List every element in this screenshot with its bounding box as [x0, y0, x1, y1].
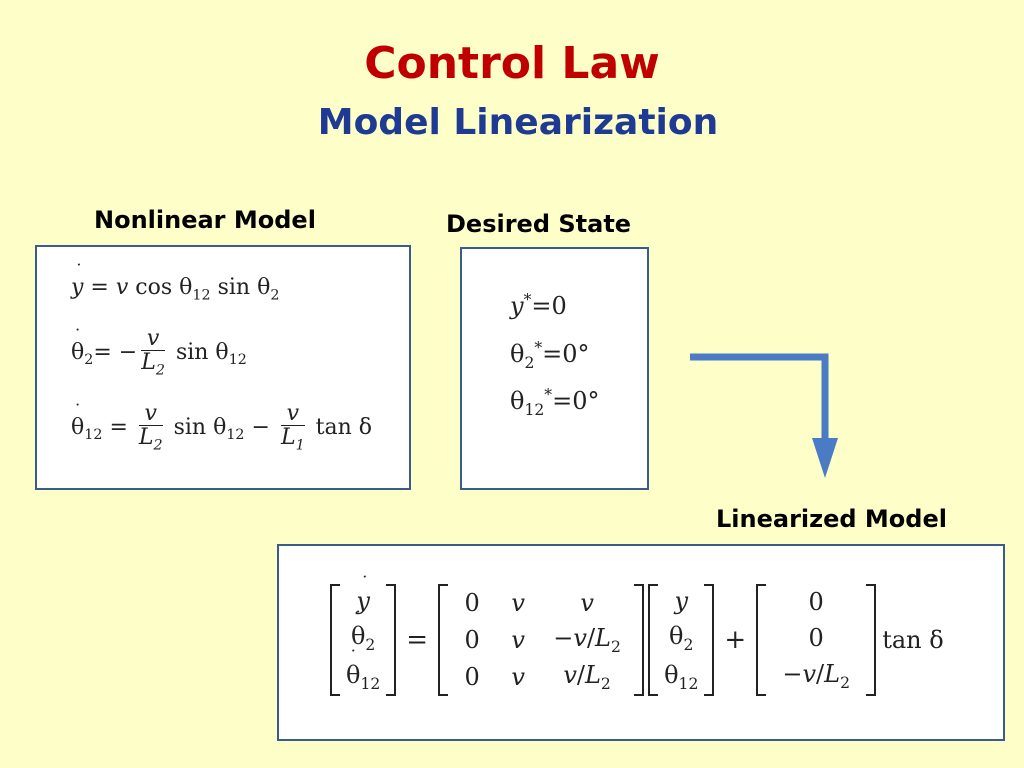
equation-theta12-star: θ12*=0° — [510, 386, 600, 419]
elbow-arrow-down-icon — [690, 353, 838, 478]
equation-y-dot: y = v cos θ12 sin θ2 — [71, 275, 279, 303]
equation-theta2-star: θ2*=0° — [510, 339, 590, 372]
equation-theta2-dot: θ2= −vL2 sin θ12 — [71, 327, 247, 378]
state-vector: y θ2 θ12 — [648, 584, 715, 696]
state-derivative-vector: y θ2 θ12 — [330, 584, 397, 696]
nonlinear-model-box: y = v cos θ12 sin θ2 θ2= −vL2 sin θ12 θ1… — [35, 245, 411, 490]
equation-y-star: y*=0 — [510, 291, 567, 320]
linearized-model-box — [277, 544, 1005, 741]
input-vector: 0 0 −v/L2 — [756, 584, 877, 696]
slide-subtitle: Model Linearization — [317, 102, 719, 143]
linearized-model-label: Linearized Model — [716, 505, 947, 533]
desired-state-box: y*=0 θ2*=0° θ12*=0° — [460, 247, 649, 490]
desired-state-label: Desired State — [446, 210, 632, 238]
slide-title: Control Law — [364, 38, 660, 89]
nonlinear-model-label: Nonlinear Model — [94, 206, 316, 234]
equation-theta12-dot: θ12 = vL2 sin θ12 − vL1 tan δ — [71, 402, 372, 453]
linearized-equation: y θ2 θ12 = 0vv 0v−v/L2 0vv/L2 y θ2 θ12 +… — [330, 580, 944, 700]
